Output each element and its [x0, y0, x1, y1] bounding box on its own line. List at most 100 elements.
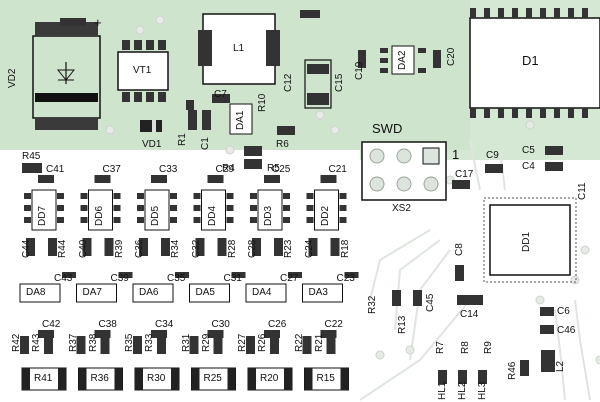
- label-r4: R4: [222, 163, 235, 174]
- label-xs2: XS2: [392, 203, 411, 214]
- label-d1: D1: [522, 53, 539, 68]
- label-da7: DA7: [82, 287, 102, 298]
- label-c44: C44: [21, 239, 32, 258]
- label-c45: C45: [425, 293, 436, 312]
- label-l2: L2: [555, 360, 566, 372]
- label-r25: R25: [203, 373, 222, 384]
- label-r46: R46: [507, 361, 518, 380]
- label-da5: DA5: [195, 287, 215, 298]
- label-c25: C25: [272, 164, 291, 175]
- label-dd4: DD4: [206, 205, 218, 226]
- label-da1: DA1: [235, 110, 246, 130]
- label-r34: R34: [170, 239, 181, 258]
- label-pin1: 1: [452, 147, 460, 162]
- label-r42: R42: [11, 333, 22, 352]
- label-c11: C11: [577, 182, 588, 200]
- label-r35: R35: [124, 333, 135, 352]
- label-r1: R1: [177, 133, 188, 146]
- label-hl3: HL3: [477, 381, 488, 400]
- label-vd2: VD2: [7, 68, 18, 88]
- label-c4: C4: [522, 161, 535, 172]
- label-r30: R30: [147, 373, 166, 384]
- label-c12: C12: [283, 73, 294, 92]
- label-r15: R15: [316, 373, 335, 384]
- label-r6: R6: [276, 139, 289, 150]
- label-c24: C24: [303, 239, 315, 258]
- label-c34: C34: [155, 319, 174, 330]
- label-r8: R8: [460, 341, 471, 354]
- label-c27: C27: [280, 273, 299, 284]
- label-r9: R9: [483, 341, 494, 354]
- label-c15: C15: [334, 73, 345, 92]
- label-r32: R32: [367, 295, 378, 314]
- label-c23: C23: [336, 273, 355, 284]
- label-c22: C22: [324, 319, 343, 330]
- label-r43: R43: [31, 333, 42, 352]
- label-c36: C36: [134, 239, 145, 258]
- label-da4: DA4: [252, 287, 272, 298]
- label-swd: SWD: [372, 121, 403, 136]
- label-r28: R28: [226, 239, 238, 258]
- label-c31: C31: [223, 273, 242, 284]
- label-r22: R22: [293, 333, 305, 352]
- label-r23: R23: [283, 239, 294, 258]
- label-l1: L1: [233, 43, 245, 54]
- label-c19: C19: [354, 61, 365, 80]
- label-da3: DA3: [308, 287, 328, 298]
- label-c6: C6: [557, 306, 570, 317]
- label-c33: C33: [159, 164, 178, 175]
- label-da2: DA2: [397, 50, 408, 70]
- label-c14: C14: [460, 309, 479, 320]
- label-c38: C38: [98, 319, 117, 330]
- label-c9: C9: [486, 150, 499, 161]
- label-r37: R37: [67, 333, 79, 352]
- label-r45: R45: [22, 151, 41, 162]
- label-plus: +: [94, 15, 102, 30]
- label-hl2: HL2: [457, 381, 468, 400]
- label-c40: C40: [77, 239, 89, 258]
- label-r5: R5: [267, 163, 280, 174]
- label-da8: DA8: [26, 287, 46, 298]
- label-c17: C17: [455, 169, 474, 180]
- label-r41: R41: [34, 373, 53, 384]
- label-c43: C43: [54, 273, 73, 284]
- label-c21: C21: [328, 164, 347, 175]
- label-c42: C42: [42, 319, 61, 330]
- label-r38: R38: [87, 333, 99, 352]
- label-c37: C37: [102, 164, 121, 175]
- label-r33: R33: [144, 333, 155, 352]
- label-c29: C29: [215, 164, 234, 175]
- label-c39: C39: [110, 273, 129, 284]
- label-c32: C32: [190, 239, 202, 258]
- label-dd2: DD2: [319, 205, 331, 226]
- label-r29: R29: [200, 333, 212, 352]
- label-c8: C8: [454, 243, 465, 256]
- label-dd5: DD5: [150, 205, 161, 226]
- label-r31: R31: [180, 333, 192, 352]
- label-dd6: DD6: [93, 205, 105, 226]
- label-c20: C20: [446, 47, 457, 66]
- label-r36: R36: [90, 373, 109, 384]
- label-r39: R39: [113, 239, 125, 258]
- label-dd7: DD7: [37, 205, 48, 226]
- label-c28: C28: [247, 239, 258, 258]
- label-r21: R21: [313, 333, 325, 352]
- label-vd1: VD1: [142, 139, 162, 150]
- label-c46: C46: [557, 325, 576, 336]
- label-r27: R27: [237, 333, 248, 352]
- label-c5: C5: [522, 145, 535, 156]
- label-r44: R44: [57, 239, 68, 258]
- label-da6: DA6: [139, 287, 159, 298]
- label-c41: C41: [46, 164, 65, 175]
- label-c35: C35: [167, 273, 186, 284]
- label-c1: C1: [200, 137, 211, 150]
- label-r18: R18: [339, 239, 351, 258]
- label-vt1: VT1: [133, 65, 152, 76]
- label-dd1: DD1: [521, 231, 532, 252]
- label-c26: C26: [268, 319, 287, 330]
- label-r13: R13: [397, 315, 408, 334]
- label-hl1: HL1: [437, 381, 448, 400]
- label-r20: R20: [260, 373, 279, 384]
